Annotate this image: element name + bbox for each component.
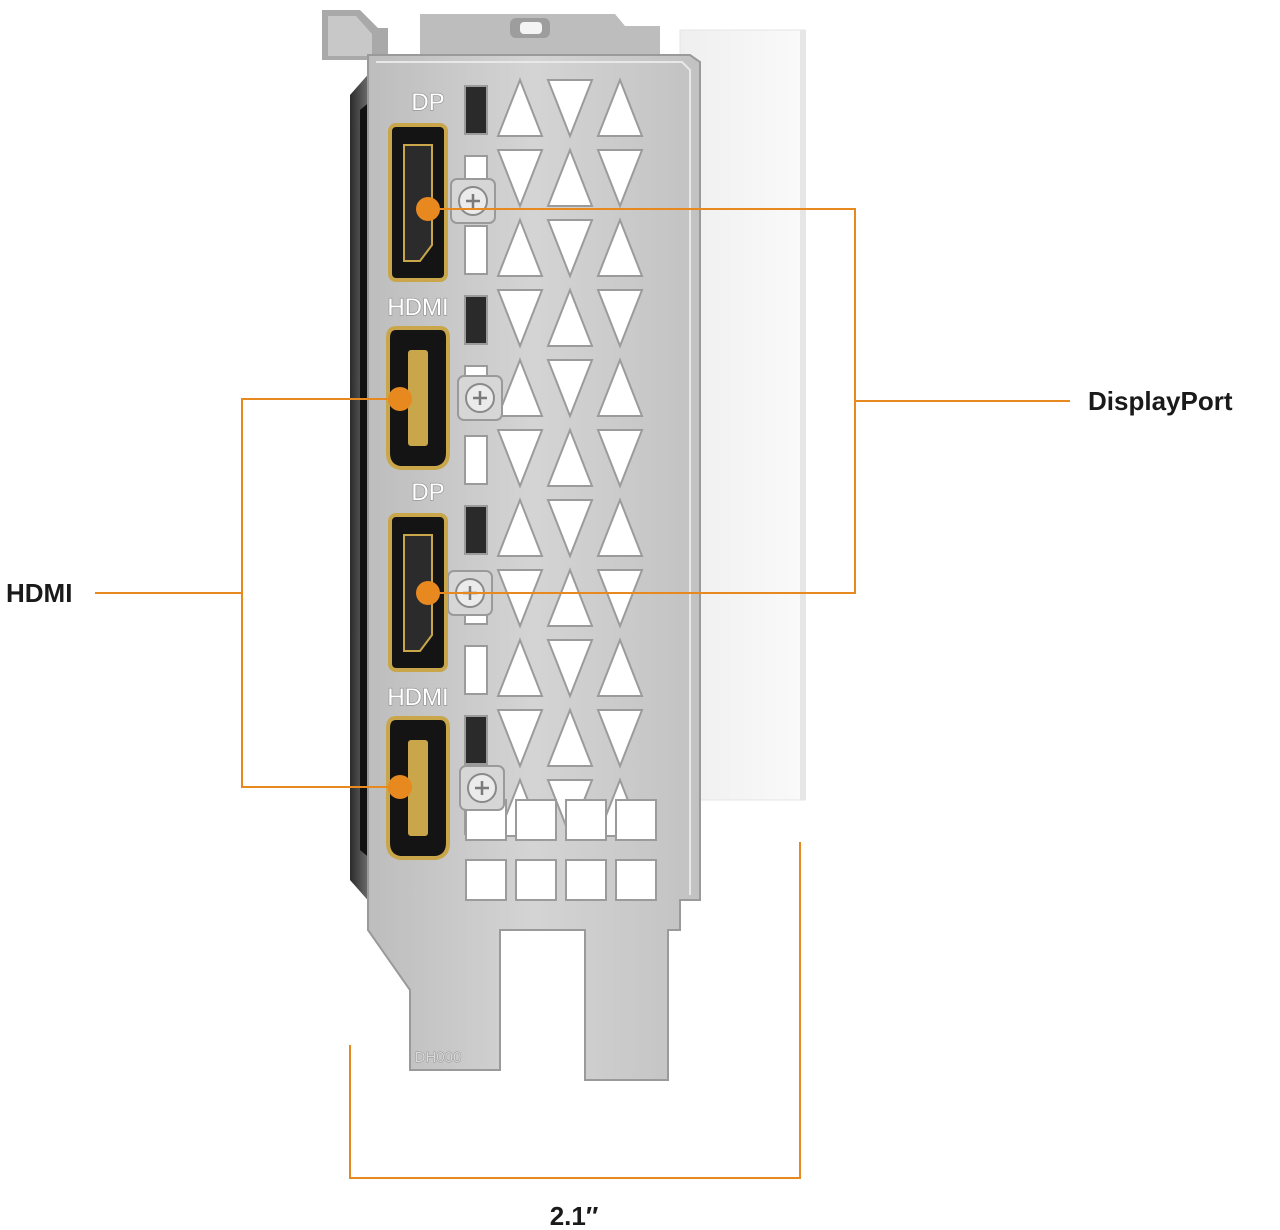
- vent-cutout: [496, 77, 544, 137]
- vent-cutout: [596, 709, 644, 769]
- vent-cutout: [546, 79, 594, 139]
- vent-cutout: [546, 639, 594, 699]
- vent-cutout: [496, 217, 544, 277]
- vent-cutout: [596, 637, 644, 697]
- vent-cutout: [515, 799, 557, 841]
- vent-cutout: [546, 707, 594, 767]
- bracket-stamp: DH000: [415, 1049, 462, 1066]
- vent-cutout: [496, 357, 544, 417]
- vent-cutout: [546, 359, 594, 419]
- screw-slot: [473, 391, 487, 405]
- callout-label-hdmi: HDMI: [6, 578, 72, 608]
- vent-cutout: [464, 435, 488, 485]
- vent-cutout: [546, 567, 594, 627]
- vent-cutout: [565, 859, 607, 901]
- vent-cutout: [464, 295, 488, 345]
- ventilation-grid: [464, 77, 657, 901]
- engraved-label-dp-2: DP: [411, 479, 444, 506]
- vent-cutout: [496, 497, 544, 557]
- vent-cutout: [464, 715, 488, 765]
- vent-cutout: [546, 427, 594, 487]
- vent-cutout: [565, 799, 607, 841]
- vent-cutout: [496, 149, 544, 209]
- vent-cutout: [546, 147, 594, 207]
- vent-cutout: [596, 289, 644, 349]
- displayport-leader: [416, 197, 1070, 605]
- vent-cutout: [464, 505, 488, 555]
- callout-label-displayport: DisplayPort: [1088, 386, 1233, 416]
- vent-cutout: [464, 85, 488, 135]
- vent-cutout: [596, 149, 644, 209]
- engraved-label-hdmi-2: HDMI: [387, 684, 448, 711]
- vent-cutout: [496, 709, 544, 769]
- vent-cutout: [596, 217, 644, 277]
- vent-cutout: [596, 569, 644, 629]
- width-dimension: [349, 842, 801, 1179]
- vent-cutout: [464, 225, 488, 275]
- vent-cutout: [546, 219, 594, 279]
- vent-cutout: [615, 859, 657, 901]
- hdmi-pins: [408, 350, 428, 446]
- vent-cutout: [464, 645, 488, 695]
- screw-slot: [466, 194, 480, 208]
- engraved-label-dp-1: DP: [411, 89, 444, 116]
- vent-cutout: [596, 497, 644, 557]
- vent-cutout: [465, 859, 507, 901]
- vent-cutout: [496, 569, 544, 629]
- vent-cutout: [496, 637, 544, 697]
- vent-cutout: [596, 357, 644, 417]
- vent-cutout: [496, 289, 544, 349]
- hdmi-pins: [408, 740, 428, 836]
- vent-cutout: [596, 429, 644, 489]
- vent-cutout: [496, 429, 544, 489]
- screw-slot: [475, 781, 489, 795]
- vent-cutout: [546, 499, 594, 559]
- hdmi-leader: [95, 387, 412, 799]
- engraved-label-hdmi-1: HDMI: [387, 294, 448, 321]
- vent-cutout: [515, 859, 557, 901]
- bracket-top-tab: [322, 10, 660, 60]
- vent-cutout: [596, 77, 644, 137]
- width-dimension-label: 2.1″: [550, 1201, 599, 1230]
- vent-cutout: [615, 799, 657, 841]
- vent-cutout: [546, 287, 594, 347]
